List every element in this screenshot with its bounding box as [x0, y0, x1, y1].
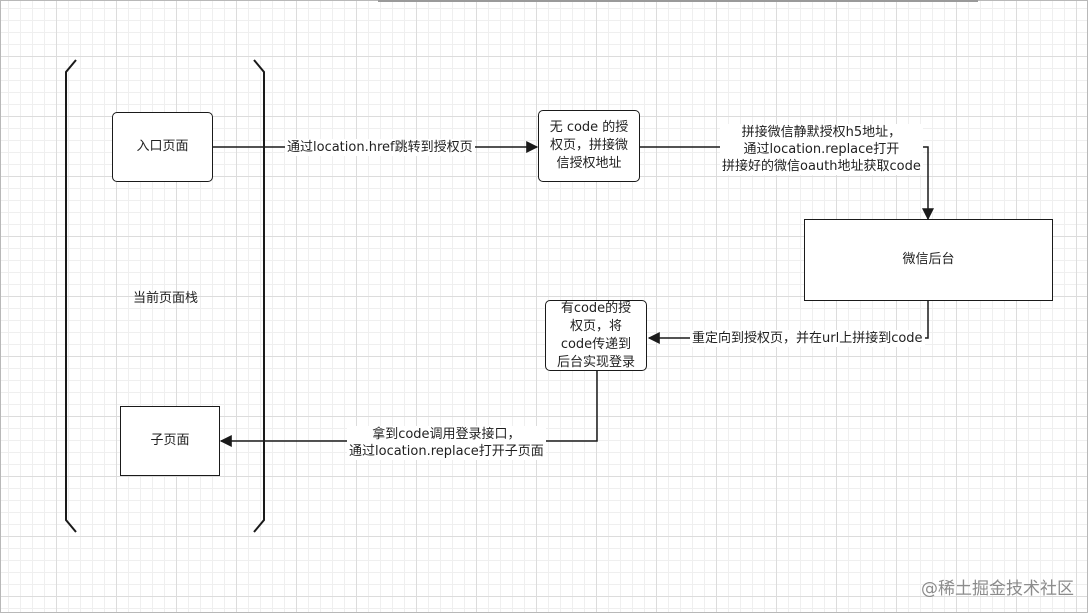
auth-with-code-text: 有code的授 权页，将 code传递到 后台实现登录: [556, 300, 635, 370]
edge-auth-to-child: [219, 371, 598, 447]
auth-no-code-node: 无 code 的授 权页，拼接微 信授权地址: [538, 110, 640, 182]
edge-label-entry-to-auth: 通过location.href跳转到授权页: [285, 139, 475, 156]
stack-label: 当前页面栈: [133, 291, 199, 306]
edge-label-wechat-to-auth: 重定向到授权页，并在url上拼接到code: [690, 330, 925, 347]
top-divider: [378, 0, 978, 2]
wechat-backend-node: 微信后台: [804, 219, 1053, 301]
stack-bracket-right: [253, 59, 265, 533]
auth-no-code-text: 无 code 的授 权页，拼接微 信授权地址: [549, 120, 629, 171]
watermark: @稀土掘金技术社区: [921, 579, 1074, 599]
entry-page-label: 入口页面: [136, 139, 189, 154]
child-page-node: 子页面: [120, 406, 220, 476]
auth-with-code-node: 有code的授 权页，将 code传递到 后台实现登录: [545, 300, 647, 371]
entry-page-node: 入口页面: [112, 112, 213, 182]
child-page-label: 子页面: [150, 433, 190, 448]
edge-label-auth-to-wechat: 拼接微信静默授权h5地址， 通过location.replace打开 拼接好的微…: [720, 124, 923, 175]
wechat-backend-label: 微信后台: [902, 252, 955, 267]
stack-bracket-left: [65, 59, 77, 533]
edge-label-auth-to-child: 拿到code调用登录接口， 通过location.replace打开子页面: [347, 426, 546, 460]
